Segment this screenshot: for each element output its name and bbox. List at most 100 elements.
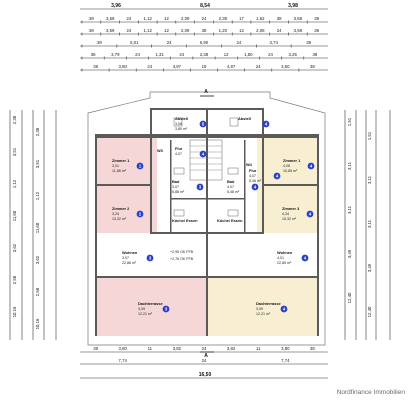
room-name-bad_r: Bad	[227, 179, 235, 184]
top-dim-r0-0: 3,96	[111, 3, 121, 9]
top-dim-row2-0: 38	[89, 28, 94, 33]
top-dim-row3-5: 3,74	[270, 40, 279, 45]
left-dim-0: 2,38	[12, 115, 17, 124]
room-area-abstell: 3,80 m²	[175, 127, 188, 131]
zone-right-terrace	[207, 278, 319, 336]
top-dim-r0-1: 8,54	[200, 3, 210, 9]
room-name-wohnen_r: Wohnen	[277, 250, 293, 255]
room-name-kueche_l: Küche/ Essen	[172, 218, 198, 223]
top-dim-r0-2: 3,98	[288, 3, 298, 9]
room-badge-dach_r	[280, 305, 288, 313]
room-badge-text-wohnen_l: 3	[149, 256, 152, 261]
right-dim-0: 1,51	[347, 117, 352, 126]
room-badge-text-zimmer2: 2	[139, 212, 142, 217]
bottom-dim-row2-0: 7,74	[119, 358, 128, 363]
room-area-flur_r: 5,46 m²	[249, 179, 262, 183]
top-dim-row1-5: 2,09	[181, 16, 190, 21]
top-dim-row4-1: 3,79	[111, 52, 120, 57]
left-dim-2: 1,12	[12, 179, 17, 188]
top-dim-row4-9: 3,25	[289, 52, 298, 57]
room-line1-wohnen_l: 3,07	[122, 256, 129, 260]
room-badge-wohnen_l	[146, 254, 154, 262]
room-line1-zimmer3: 4,34	[282, 212, 289, 216]
left-dim-b-6: 10,16	[35, 318, 40, 329]
top-dim-row2-10: 24	[277, 28, 282, 33]
right-dim-b-1: 3,11	[367, 175, 372, 184]
room-area-zimmer_r1: 10,85 m²	[283, 169, 298, 173]
room-area-dach_l: 12,21 m²	[138, 312, 153, 316]
room-badge-text-dach_r: 4	[283, 307, 286, 312]
top-dim-row1-11: 3,58	[294, 16, 303, 21]
room-badge-wohnen_r	[301, 254, 309, 262]
top-dim-row5-7: 3,60	[281, 64, 290, 69]
room-badge-abstell	[199, 120, 207, 128]
room-area-bad_l: 5,88 m²	[172, 190, 185, 194]
bottom-dim-row1-6: 11	[256, 346, 261, 351]
top-dim-row5-3: 4,97	[173, 64, 182, 69]
room-name-bad_l: Bad	[172, 179, 180, 184]
room-badge-zimmer3	[306, 210, 314, 218]
bottom-dim-row2-2: 7,74	[281, 358, 290, 363]
top-dim-row3-1: 5,01	[130, 40, 139, 45]
room-name-flur_r: Flur	[249, 168, 257, 173]
top-dim-row2-3: 1,12	[144, 28, 153, 33]
top-dim-row2-11: 3,58	[294, 28, 303, 33]
room-badge-flur_l	[199, 150, 207, 158]
room-badge-zimmer_r1	[307, 162, 315, 170]
room-name-zimmer1: Zimmer 1	[112, 158, 130, 163]
left-dim-3: 11,60	[12, 210, 17, 221]
left-dim-4: 3,62	[12, 243, 17, 252]
bottom-dim-row1-1: 3,80	[119, 346, 128, 351]
top-dim-row3-2: 24	[167, 40, 172, 45]
room-line1-abstell: 3,06	[175, 122, 182, 126]
room-line1-dach_l: 3,09	[138, 307, 145, 311]
left-dim-6: 10,16	[12, 306, 17, 317]
top-dim-row4-4: 24	[179, 52, 184, 57]
right-dim-1: 3,11	[347, 161, 352, 170]
top-dim-row2-6: 38	[202, 28, 207, 33]
left-dim-5: 2,58	[12, 275, 17, 284]
w4-label: W4	[246, 162, 253, 167]
room-badge-text-flur_l: 4	[202, 152, 205, 157]
top-dim-row2-12: 38	[314, 28, 319, 33]
level-ok2: +2,76 OK FFB	[170, 257, 194, 261]
top-dim-row2-4: 12	[164, 28, 169, 33]
top-dim-row4-8: 24	[268, 52, 273, 57]
left-dim-b-5: 2,58	[35, 287, 40, 296]
room-name-zimmer_r1: Zimmer 1	[283, 158, 301, 163]
room-badge-text-flur_r: 4	[276, 174, 279, 179]
top-dim-row5-5: 4,97	[227, 64, 236, 69]
sanitary-right	[227, 117, 239, 217]
top-dim-row4-5: 2,38	[200, 52, 209, 57]
top-dim-row2-8: 12	[239, 28, 244, 33]
right-dim-b-2: 3,11	[367, 219, 372, 228]
top-dim-row4-6: 12	[224, 52, 229, 57]
sanitary-left	[173, 117, 185, 217]
room-badge-dach_l	[162, 305, 170, 313]
room-line1-bad_l: 3,07	[172, 185, 179, 189]
room-badge-bad_r	[251, 183, 259, 191]
bottom-dim-row1-3: 3,82	[173, 346, 182, 351]
bottom-dim-total: 16,50	[199, 372, 212, 378]
room-name-abstell_r: Abstell	[238, 116, 251, 121]
room-badge-text-wohnen_r: 4	[304, 256, 307, 261]
bottom-dim-row1-8: 38	[310, 346, 315, 351]
left-dimension-chain: 2,382,383,513,511,121,1211,6011,603,623,…	[9, 110, 57, 340]
top-dim-row1-9: 1,62	[256, 16, 265, 21]
watermark: Nordfinance Immobilien	[336, 389, 405, 396]
bottom-dim-row1-5: 3,82	[227, 346, 236, 351]
top-dim-row2-9: 2,08	[256, 28, 265, 33]
left-dim-b-4: 3,62	[35, 255, 40, 264]
room-badge-zimmer2	[136, 210, 144, 218]
right-dim-3: 3,49	[347, 249, 352, 258]
room-badge-zimmer1	[136, 162, 144, 170]
